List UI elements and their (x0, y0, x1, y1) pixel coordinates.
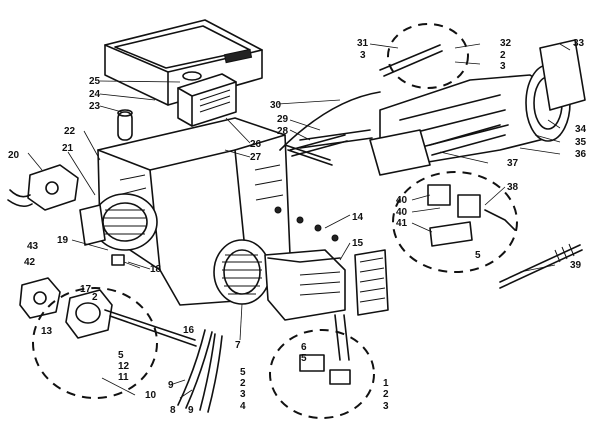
callout-37: 37 (507, 158, 519, 169)
callout-4: 4 (240, 401, 246, 412)
detail-circles (32, 23, 518, 419)
callout-25: 25 (89, 76, 101, 87)
callout-23: 23 (89, 101, 101, 112)
callout-32: 32 (500, 38, 512, 49)
callout-5-low: 5 (240, 367, 246, 378)
air-inlet-housing (264, 249, 346, 321)
callout-12: 12 (118, 361, 130, 372)
motor (79, 193, 158, 251)
callout-41: 41 (396, 218, 408, 229)
callout-3-low: 3 (240, 389, 246, 400)
callout-42: 42 (24, 257, 36, 268)
capacitor (117, 109, 133, 141)
blast-tube (379, 39, 586, 166)
callout-9: 9 (168, 380, 174, 391)
callout-3-top-left: 3 (360, 50, 366, 61)
callout-43: 43 (27, 241, 39, 252)
callout-28: 28 (277, 126, 289, 137)
callout-19: 19 (57, 235, 69, 246)
callout-5-right: 5 (475, 250, 481, 261)
callout-40-b: 40 (396, 207, 408, 218)
callout-24: 24 (89, 89, 101, 100)
small-fittings (111, 206, 351, 385)
callout-36: 36 (575, 149, 587, 160)
oil-pump (65, 289, 113, 339)
callout-21: 21 (62, 143, 74, 154)
air-damper-plate (354, 249, 389, 316)
callout-13: 13 (41, 326, 53, 337)
leader-lines (27, 43, 571, 399)
callout-1: 1 (383, 378, 389, 389)
callout-27: 27 (250, 152, 262, 163)
oil-pipes (104, 91, 381, 413)
callout-16: 16 (183, 325, 195, 336)
callout-5-left: 5 (118, 350, 124, 361)
callout-9b: 9 (188, 405, 194, 416)
callout-10: 10 (145, 390, 157, 401)
electrode-rod (499, 243, 583, 289)
callout-3-right: 3 (383, 401, 389, 412)
callout-20: 20 (8, 150, 20, 161)
callout-26: 26 (250, 139, 262, 150)
callout-31: 31 (357, 38, 369, 49)
nozzle-holder (299, 124, 506, 176)
callout-30: 30 (270, 100, 282, 111)
callout-18: 18 (150, 264, 162, 275)
callout-numbers: 25 24 23 22 21 20 26 27 19 18 17 2 43 42… (8, 38, 587, 416)
callout-17: 17 (80, 284, 92, 295)
callout-15: 15 (352, 238, 364, 249)
fan-wheel (213, 239, 271, 305)
callout-6: 6 (301, 342, 307, 353)
callout-5-mid: 5 (301, 353, 307, 364)
callout-34: 34 (575, 124, 587, 135)
callout-35: 35 (575, 137, 587, 148)
callout-11: 11 (118, 372, 129, 383)
callout-3-top: 3 (500, 61, 506, 72)
callout-29: 29 (277, 114, 289, 125)
solenoid-valve-group (427, 184, 516, 247)
callout-2-left: 2 (92, 292, 98, 303)
pump-coupling-42 (19, 277, 61, 319)
motor-flange-20 (7, 164, 79, 211)
callout-2-low: 2 (240, 378, 246, 389)
callout-7: 7 (235, 340, 241, 351)
callout-2-top: 2 (500, 50, 506, 61)
callout-38: 38 (507, 182, 519, 193)
callout-39: 39 (570, 260, 582, 271)
callout-40-a: 40 (396, 195, 408, 206)
callout-22: 22 (64, 126, 76, 137)
callout-8: 8 (170, 405, 176, 416)
callout-33: 33 (573, 38, 585, 49)
callout-2-right: 2 (383, 389, 389, 400)
control-box (177, 71, 237, 127)
callout-14: 14 (352, 212, 364, 223)
